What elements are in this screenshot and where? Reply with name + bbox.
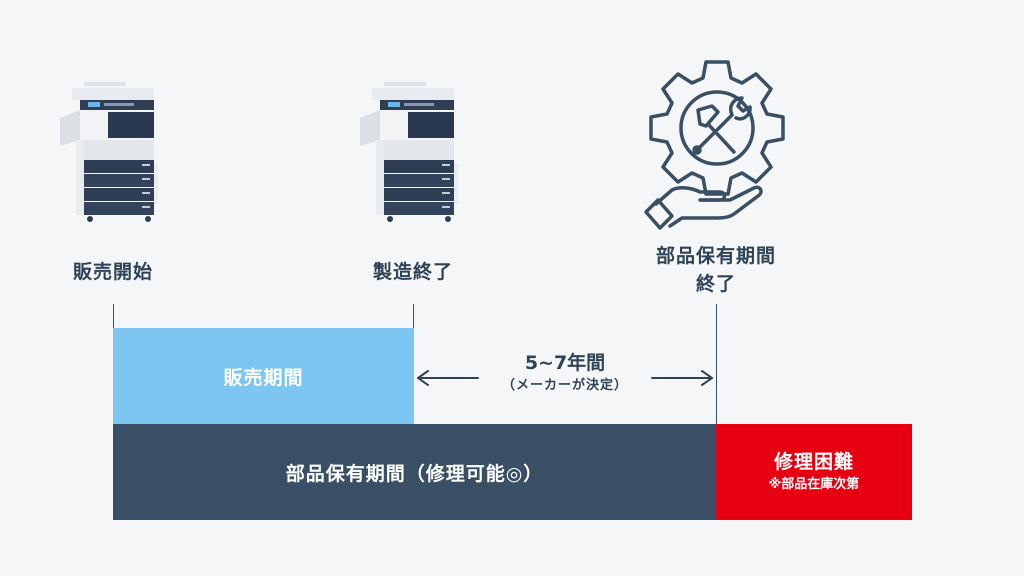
sales-period-bar: 販売期間 [113,328,414,424]
milestone-parts-end: 部品保有期間 終了 [620,242,812,298]
marker-line-parts-end [716,304,717,424]
parts-period-bar: 部品保有期間（修理可能◎） [113,424,716,520]
duration-note: （メーカーが決定） [501,378,628,393]
duration-label: 5~7年間 （メーカーが決定） [470,350,660,396]
milestone-parts-end-line2: 終了 [695,273,736,295]
copier-icon [360,82,458,222]
duration-value: 5~7年間 [524,352,606,374]
sales-period-label: 販売期間 [223,366,304,389]
parts-period-label: 部品保有期間（修理可能◎） [285,462,544,485]
copier-icon [60,82,158,222]
repair-difficult-bar: 修理困難 ※部品在庫次第 [716,424,912,520]
duration-arrows [417,370,713,386]
repair-difficult-label: 修理困難 [773,451,854,473]
milestone-parts-end-line1: 部品保有期間 [655,245,776,267]
milestone-sales-start: 販売開始 [72,261,153,283]
milestone-production-end: 製造終了 [372,261,453,283]
repair-note-label: ※部品在庫次第 [768,477,860,492]
gear-tools-hand-icon [644,60,785,230]
